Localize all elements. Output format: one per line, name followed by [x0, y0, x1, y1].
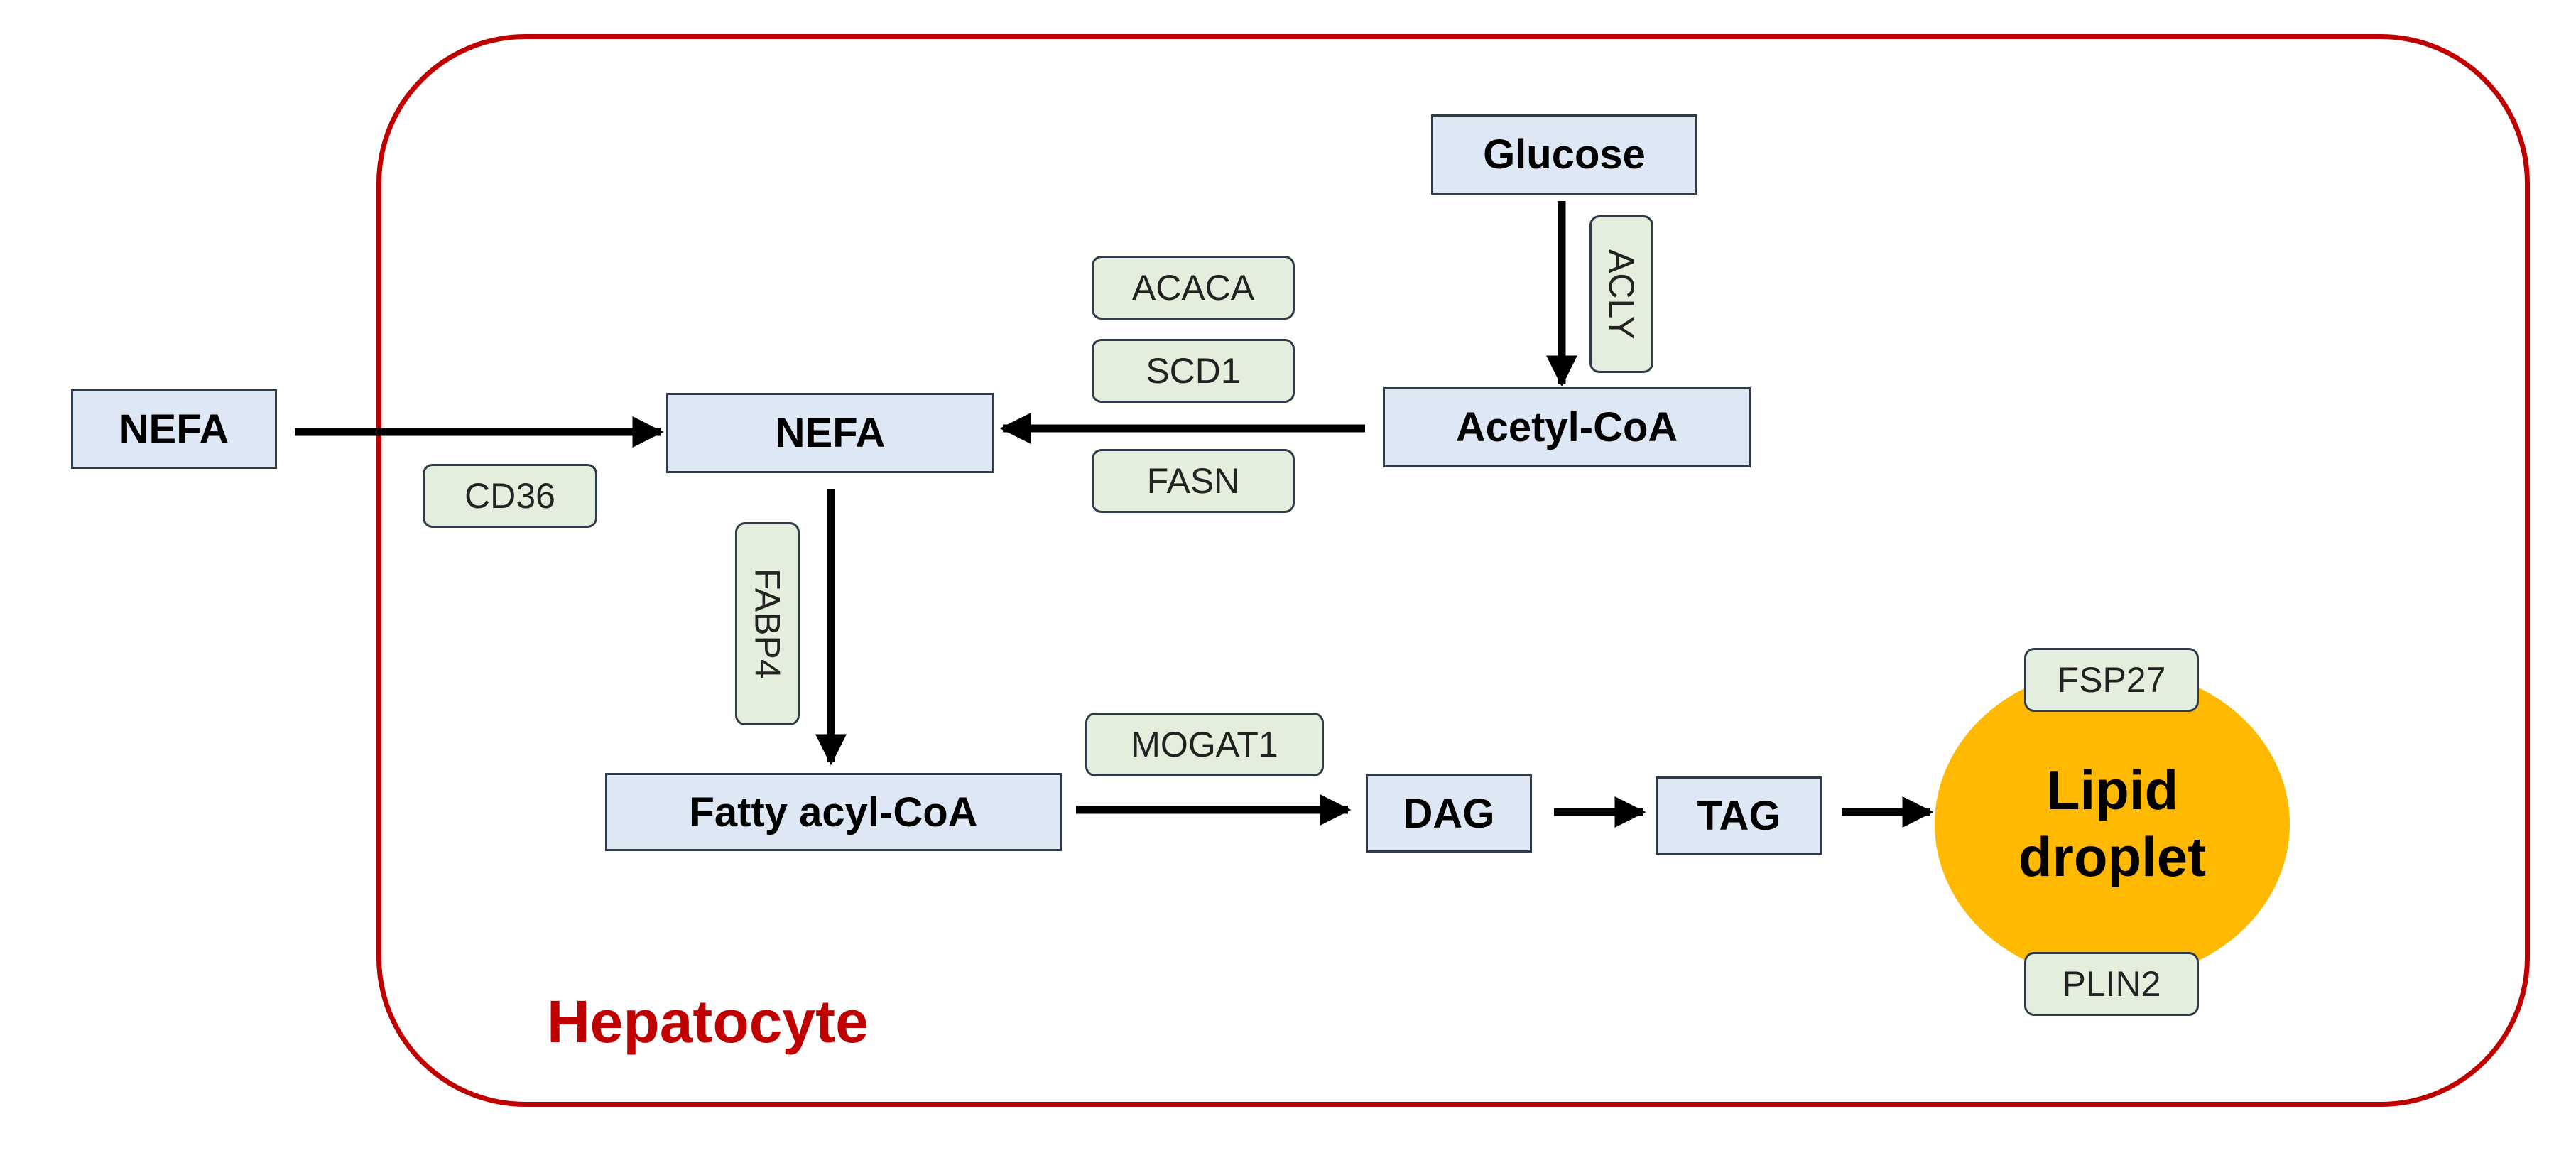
enzyme-acly: ACLY	[1589, 215, 1653, 373]
lipid-droplet-label-line2: droplet	[2018, 826, 2207, 888]
enzyme-fsp27: FSP27	[2024, 648, 2199, 712]
enzyme-fasn: FASN	[1092, 449, 1295, 513]
tag-box: TAG	[1656, 776, 1822, 855]
hepatocyte-label: Hepatocyte	[547, 988, 869, 1055]
nefa-external-box: NEFA	[71, 389, 277, 469]
acetyl-coa-box: Acetyl-CoA	[1383, 387, 1751, 467]
lipid-droplet-label-line1: Lipid	[2045, 759, 2179, 822]
enzyme-mogat1: MOGAT1	[1085, 713, 1324, 776]
enzyme-cd36: CD36	[423, 464, 597, 528]
dag-box: DAG	[1366, 774, 1532, 853]
enzyme-acaca: ACACA	[1092, 256, 1295, 320]
hepatocyte-membrane	[376, 34, 2530, 1107]
enzyme-scd1: SCD1	[1092, 339, 1295, 403]
enzyme-plin2: PLIN2	[2024, 952, 2199, 1016]
lipid-droplet: Lipid droplet	[1935, 668, 2290, 980]
nefa-internal-box: NEFA	[666, 393, 994, 473]
glucose-box: Glucose	[1431, 114, 1697, 195]
fatty-acyl-coa-box: Fatty acyl-CoA	[605, 773, 1062, 851]
enzyme-fabp4: FABP4	[735, 522, 800, 725]
